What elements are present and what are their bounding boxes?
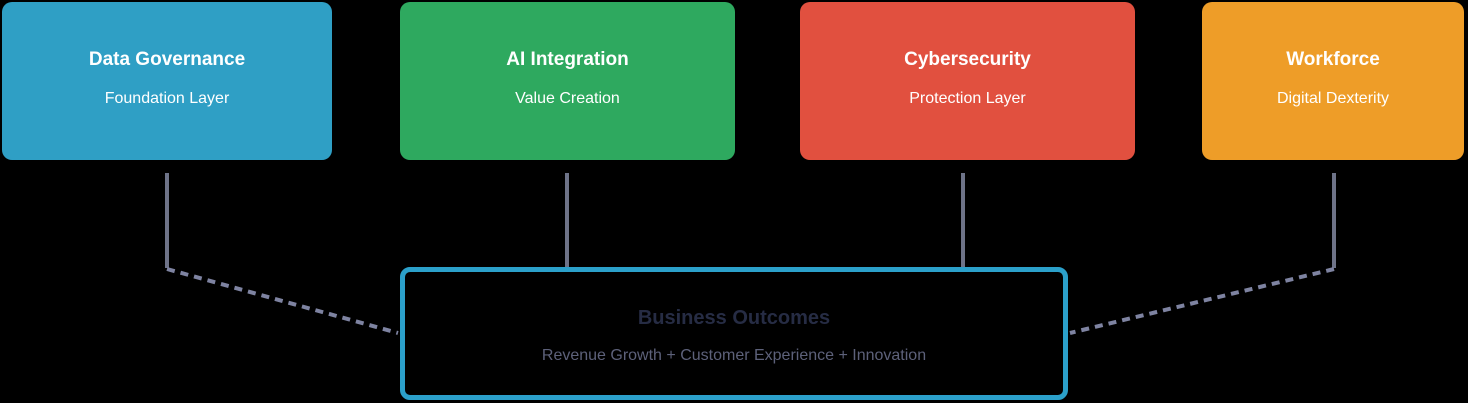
outcome-subtitle: Revenue Growth + Customer Experience + I… [541,347,927,364]
node-subtitle: Foundation Layer [104,90,230,107]
connector-dashed-right [1069,267,1335,335]
node-business-outcomes: Business Outcomes Revenue Growth + Custo… [400,267,1068,400]
node-ai-integration: AI Integration Value Creation [400,2,735,160]
node-workforce: Workforce Digital Dexterity [1202,2,1464,160]
node-title: Cybersecurity [904,49,1031,70]
node-title: AI Integration [506,49,629,70]
node-title: Data Governance [88,49,246,70]
node-title: Workforce [1286,49,1380,70]
node-subtitle: Digital Dexterity [1276,90,1390,107]
outcome-title: Business Outcomes [637,307,831,329]
node-subtitle: Value Creation [515,90,620,107]
node-data-governance: Data Governance Foundation Layer [2,2,332,160]
node-cybersecurity: Cybersecurity Protection Layer [800,2,1135,160]
connector-dashed-left [166,267,399,335]
node-subtitle: Protection Layer [909,90,1026,107]
